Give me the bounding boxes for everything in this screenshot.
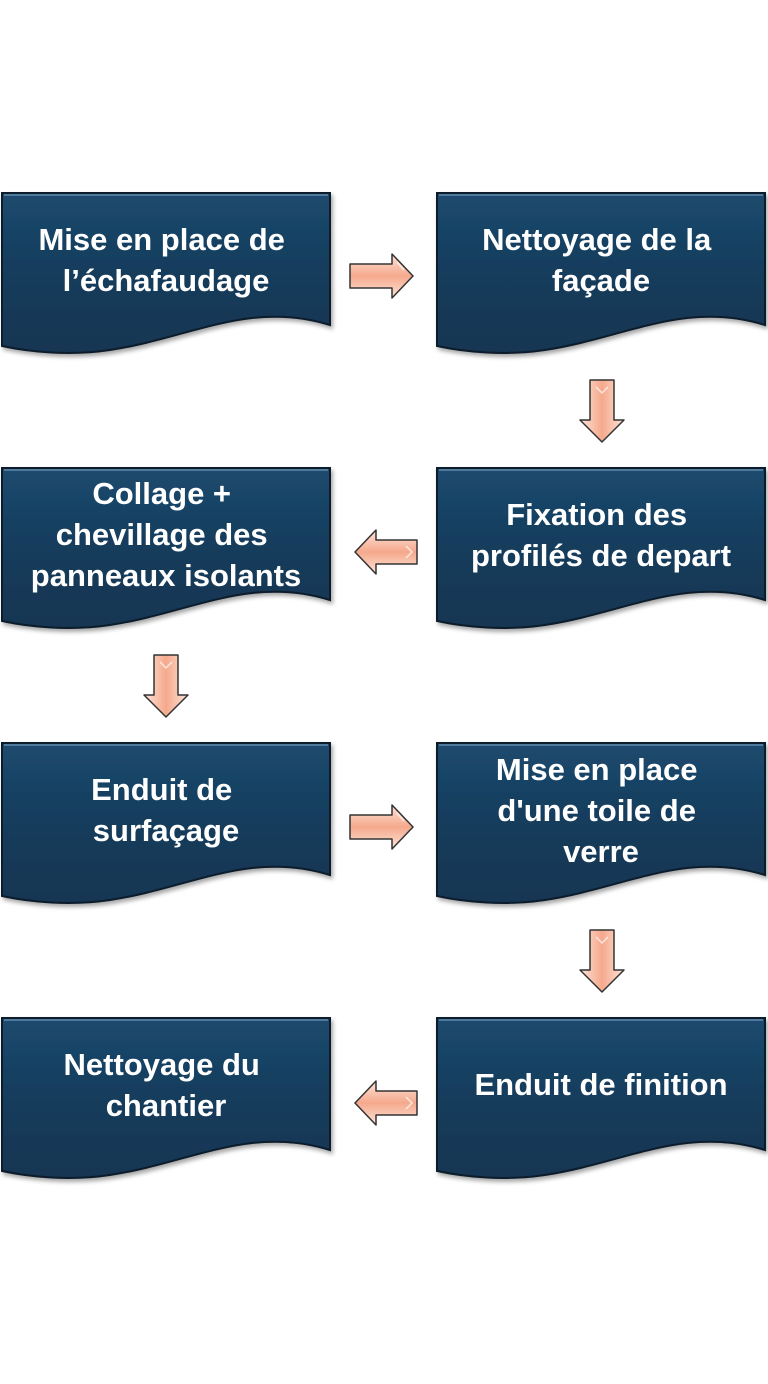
arrow-down-icon xyxy=(579,929,625,993)
step-box: Nettoyage de la façade xyxy=(436,192,766,354)
arrow-right-icon xyxy=(349,804,414,850)
step-box: Enduit de surfaçage xyxy=(0,742,331,904)
step-label: Nettoyage de la façade xyxy=(482,222,720,298)
arrow-down-icon xyxy=(579,379,625,443)
step-box: Mise en place de l’échafaudage xyxy=(0,192,331,354)
step-label: Fixation des profilés de depart xyxy=(471,497,731,573)
step-box: Mise en place d'une toile de verre xyxy=(436,742,766,904)
step-label: Mise en place d'une toile de verre xyxy=(496,752,706,869)
step-label: Enduit de surfaçage xyxy=(91,772,241,848)
arrow-left-icon xyxy=(354,529,418,575)
step-label: Enduit de finition xyxy=(474,1067,727,1102)
arrow-left-icon xyxy=(354,1080,418,1126)
step-label: Mise en place de l’échafaudage xyxy=(38,222,293,298)
step-label: Nettoyage du chantier xyxy=(64,1047,269,1123)
step-box: Enduit de finition xyxy=(436,1017,766,1179)
step-box: Collage + chevillage des panneaux isolan… xyxy=(0,467,331,629)
arrow-down-icon xyxy=(143,654,189,718)
step-label: Collage + chevillage des panneaux isolan… xyxy=(31,476,301,593)
arrow-right-icon xyxy=(349,253,414,299)
step-box: Nettoyage du chantier xyxy=(1,1017,331,1179)
step-box: Fixation des profilés de depart xyxy=(436,467,766,629)
